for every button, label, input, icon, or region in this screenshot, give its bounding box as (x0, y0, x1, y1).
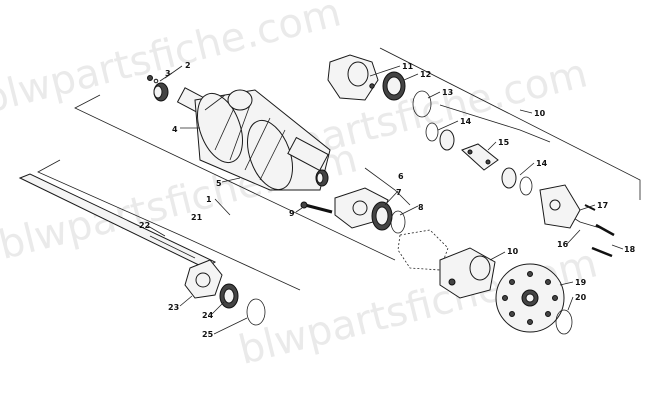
callout-2: 2 (185, 61, 191, 70)
callout-15: 15 (498, 138, 510, 147)
watermark-top: blwpartsfiche.com (0, 0, 345, 123)
callout-8: 8 (418, 203, 424, 212)
callout-21: 21 (191, 213, 203, 222)
part-ring-13 (412, 90, 432, 118)
bracket-1 (74, 94, 396, 261)
bracket-14 (439, 104, 551, 143)
part-bracket-17 (539, 184, 596, 229)
part-bearing-24 (219, 283, 239, 309)
part-spacers-14 (425, 122, 533, 196)
callout-10-bottom: 10 (507, 247, 519, 256)
part-sprocket-19 (495, 263, 565, 333)
part-ring-8 (390, 210, 449, 271)
callout-16: 16 (557, 240, 569, 249)
callout-14-top: 14 (460, 117, 472, 126)
callout-5: 5 (216, 179, 222, 188)
callout-7: 7 (396, 188, 402, 197)
callout-1: 1 (206, 195, 212, 204)
callout-22: 22 (139, 221, 150, 230)
leader-lines (147, 65, 624, 335)
part-seal-7 (371, 201, 393, 231)
part-drive-hub (176, 87, 331, 191)
bracket-6 (364, 167, 411, 206)
part-shaft-22 (18, 173, 217, 269)
callout-25: 25 (202, 330, 214, 339)
callout-4: 4 (172, 125, 178, 134)
callout-9: 9 (289, 209, 295, 218)
callout-6: 6 (398, 172, 404, 181)
callout-labels: 2 3 4 5 1 9 6 7 8 11 12 13 14 15 14 10 1… (139, 61, 636, 339)
callout-19: 19 (575, 278, 587, 287)
bracket-21 (37, 159, 301, 291)
part-ring-25 (246, 298, 266, 326)
callout-20: 20 (575, 293, 587, 302)
callout-3: 3 (165, 69, 171, 78)
callout-23: 23 (168, 303, 179, 312)
callout-11: 11 (402, 62, 414, 71)
bracket-10-top (379, 47, 641, 200)
callout-13: 13 (442, 88, 453, 97)
part-bolt-18 (591, 223, 615, 258)
callout-24: 24 (202, 311, 214, 320)
part-ring-20 (555, 309, 573, 335)
part-flange-23 (184, 259, 223, 299)
part-housing-lower (439, 247, 496, 299)
part-bolt-9 (300, 201, 333, 214)
callout-14-bottom: 14 (536, 159, 548, 168)
group-brackets (37, 47, 641, 291)
part-tensioner-15 (461, 143, 499, 171)
part-housing-top (327, 54, 379, 101)
callout-12: 12 (420, 70, 431, 79)
part-seal-small (147, 75, 169, 102)
part-bearing-12 (382, 71, 406, 101)
callout-17: 17 (597, 201, 608, 210)
callout-10-top: 10 (534, 109, 546, 118)
callout-18: 18 (624, 245, 636, 254)
